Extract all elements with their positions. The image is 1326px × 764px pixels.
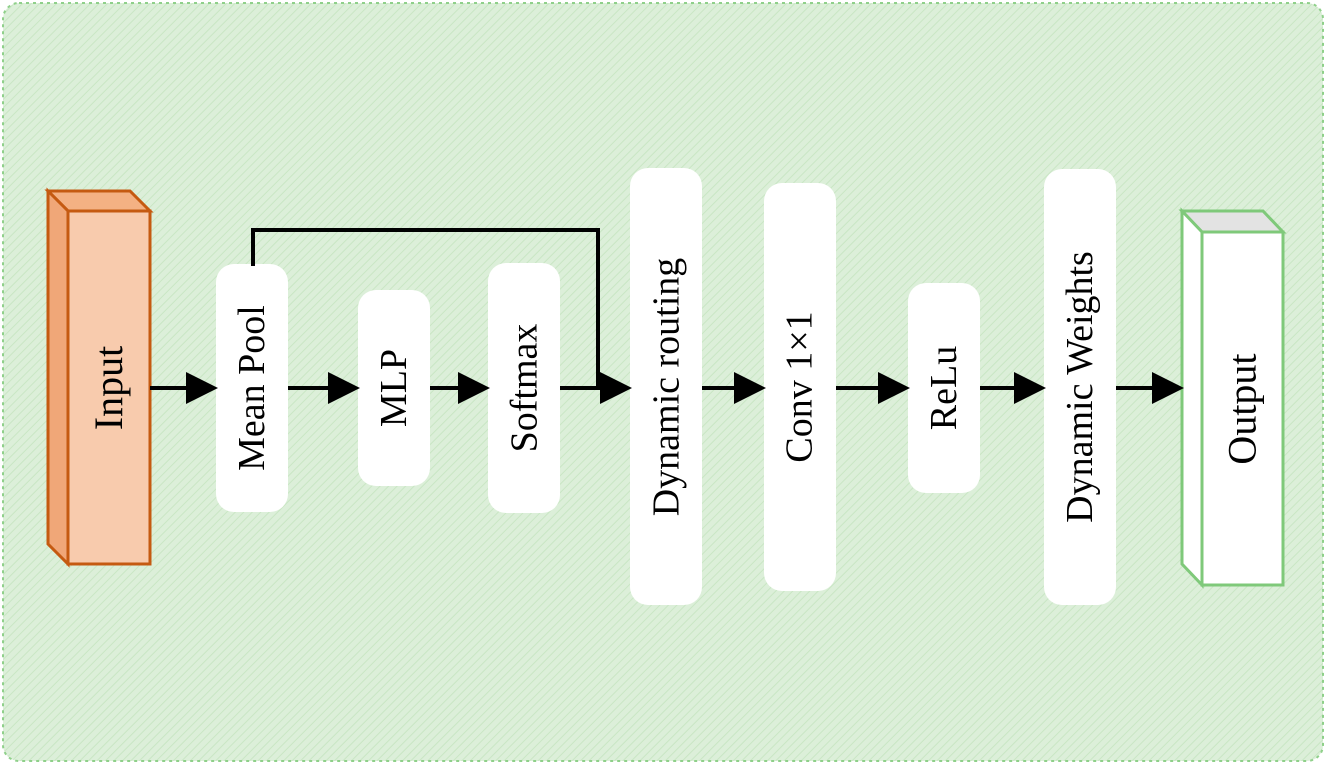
relu-node: [908, 283, 980, 493]
input-block-side: [46, 187, 70, 568]
dynamic-routing-label: Dynamic routing: [645, 257, 687, 516]
output-block-front: [1200, 230, 1285, 587]
softmax-node: [488, 263, 560, 513]
input-label: Input: [86, 345, 131, 430]
output-block-side: [1180, 207, 1204, 589]
mean-pool-label: Mean Pool: [231, 305, 273, 471]
dynamic-weights-label: Dynamic Weights: [1059, 251, 1102, 523]
output-block: [1178, 207, 1287, 589]
mlp-label: MLP: [373, 348, 416, 428]
mlp-node: [358, 290, 430, 486]
input-block-front: [66, 209, 152, 566]
mean-pool-node: [216, 264, 288, 512]
relu-label: ReLu: [923, 345, 965, 431]
input-block: [44, 187, 154, 568]
dynamic-weights-node: [1044, 169, 1116, 605]
dynamic-routing-node: [630, 168, 702, 605]
edge-mean-pool-skip-to-dynamic-routing: [251, 228, 600, 388]
conv-label: Conv 1×1: [779, 311, 821, 463]
output-label: Output: [1219, 352, 1265, 465]
conv-node: [764, 183, 836, 591]
softmax-label: Softmax: [503, 323, 545, 453]
